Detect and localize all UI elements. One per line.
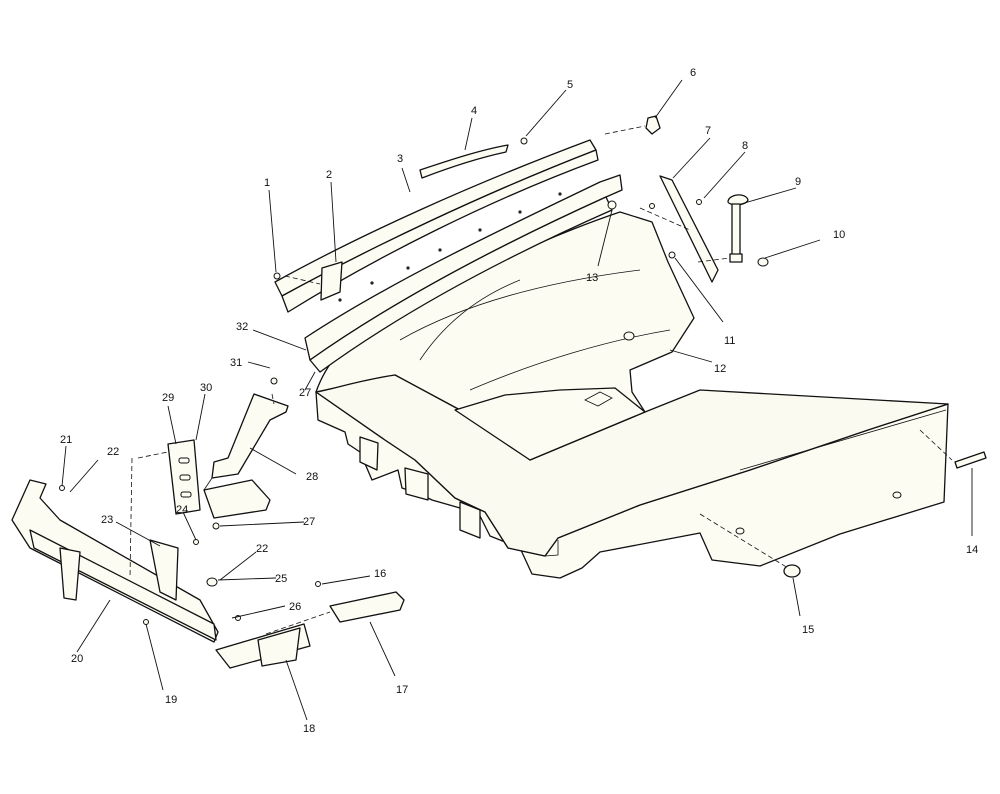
callout-22a: 22 xyxy=(107,446,119,458)
skid-plate xyxy=(329,591,405,623)
callout-1: 1 xyxy=(264,177,270,189)
callout-20: 20 xyxy=(71,653,83,665)
clip xyxy=(645,115,661,135)
callout-15: 15 xyxy=(802,624,814,636)
callout-26: 26 xyxy=(289,601,301,613)
callout-10: 10 xyxy=(833,229,845,241)
callout-32: 32 xyxy=(236,321,248,333)
callout-5: 5 xyxy=(567,79,573,91)
side-trim-strip xyxy=(659,175,719,283)
callout-9: 9 xyxy=(795,176,801,188)
callout-13: 13 xyxy=(586,272,598,284)
mount-bracket-small xyxy=(167,439,201,515)
leader-lines xyxy=(61,79,973,721)
callout-23: 23 xyxy=(101,514,113,526)
callout-18: 18 xyxy=(303,723,315,735)
callout-8: 8 xyxy=(742,140,748,152)
callout-7: 7 xyxy=(705,125,711,137)
callout-17: 17 xyxy=(396,684,408,696)
callout-28: 28 xyxy=(306,471,318,483)
mount-bracket-large xyxy=(203,393,289,519)
callout-27a: 27 xyxy=(299,387,311,399)
callout-4: 4 xyxy=(471,105,477,117)
callout-30: 30 xyxy=(200,382,212,394)
callout-16: 16 xyxy=(374,568,386,580)
callout-22b: 22 xyxy=(256,543,268,555)
callout-19: 19 xyxy=(165,694,177,706)
callout-24: 24 xyxy=(176,504,188,516)
callout-6: 6 xyxy=(690,67,696,79)
front-mount xyxy=(215,623,311,669)
hood-body xyxy=(315,211,949,579)
callout-2: 2 xyxy=(326,169,332,181)
plug xyxy=(783,564,801,578)
emblem xyxy=(954,451,987,469)
callout-12: 12 xyxy=(714,363,726,375)
callout-29: 29 xyxy=(162,392,174,404)
callout-31: 31 xyxy=(230,357,242,369)
rail-bracket xyxy=(320,261,343,301)
grommet xyxy=(607,200,617,210)
latch-assembly xyxy=(727,194,769,267)
bumper-bar xyxy=(11,479,219,643)
callout-25: 25 xyxy=(275,573,287,585)
callout-numbers: 1 2 3 4 5 6 7 8 9 10 11 12 13 14 15 16 1… xyxy=(60,67,978,735)
rail-upper xyxy=(274,139,599,313)
callout-14: 14 xyxy=(966,544,978,556)
callout-27b: 27 xyxy=(303,516,315,528)
callout-11: 11 xyxy=(724,335,735,347)
trim-strip xyxy=(419,144,509,179)
callout-3: 3 xyxy=(397,153,403,165)
callout-21: 21 xyxy=(60,434,72,446)
